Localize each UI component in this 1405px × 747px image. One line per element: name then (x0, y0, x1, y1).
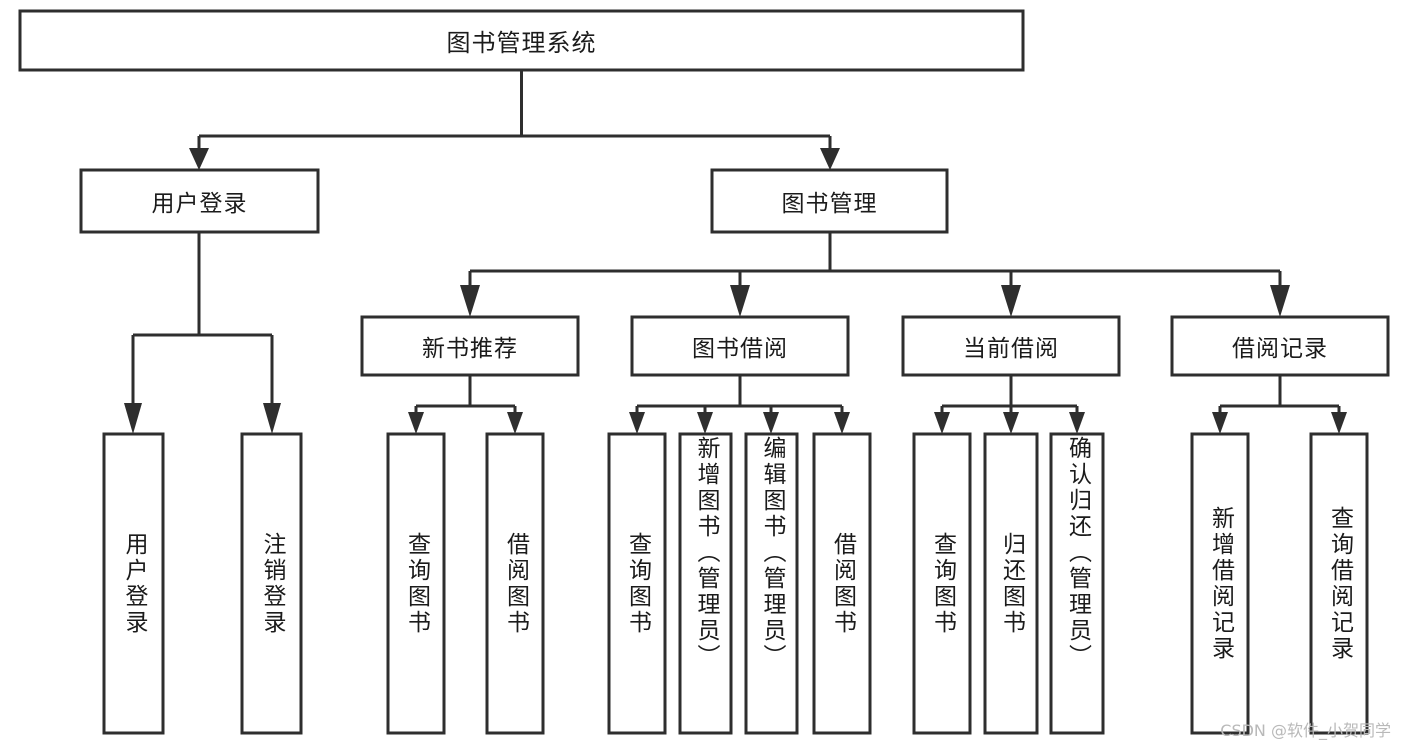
node-box-leaf-edit-book[interactable] (744, 432, 799, 735)
connectors-current-borrow-to-leaves (934, 375, 1085, 434)
arrowhead-leaf-borrow-book-1 (507, 412, 523, 434)
arrowhead-leaf-query-book-3 (934, 412, 950, 434)
node-box-leaf-user-logout[interactable] (240, 432, 303, 735)
node-box-leaf-add-borrow-record[interactable] (1190, 432, 1250, 735)
connectors-book-management-to-level3 (460, 232, 1290, 317)
arrowhead-book-management (820, 148, 840, 170)
arrowhead-book-borrow (730, 285, 750, 317)
node-box-user-login[interactable] (79, 168, 320, 234)
connectors-borrow-record-to-leaves (1212, 375, 1347, 434)
arrowhead-leaf-add-book (697, 412, 713, 434)
arrowhead-leaf-user-login (124, 403, 142, 434)
arrowhead-leaf-borrow-book-2 (834, 412, 850, 434)
arrowhead-leaf-edit-book (763, 412, 779, 434)
node-box-book-management[interactable] (710, 168, 949, 234)
node-box-root[interactable] (18, 9, 1025, 72)
arrowhead-leaf-confirm-return (1069, 412, 1085, 434)
connectors-new-book-recommend-to-leaves (408, 375, 523, 434)
arrowhead-new-book-recommend (460, 285, 480, 317)
node-box-leaf-query-book-3[interactable] (912, 432, 972, 735)
node-box-leaf-query-book-1[interactable] (386, 432, 446, 735)
node-box-leaf-user-login[interactable] (102, 432, 165, 735)
arrowhead-leaf-user-logout (263, 403, 281, 434)
arrowhead-current-borrow (1001, 285, 1021, 317)
arrowhead-leaf-return-book (1003, 412, 1019, 434)
arrowhead-user-login (189, 148, 209, 170)
connectors-root-to-level2 (189, 70, 840, 170)
node-box-leaf-borrow-book-2[interactable] (812, 432, 872, 735)
node-box-book-borrow[interactable] (630, 315, 850, 377)
node-box-leaf-query-borrow-record[interactable] (1309, 432, 1369, 735)
node-box-leaf-add-book[interactable] (678, 432, 733, 735)
node-box-leaf-confirm-return[interactable] (1049, 432, 1105, 735)
connectors-user-login-to-leaves (124, 232, 281, 434)
arrowhead-leaf-add-borrow-record (1212, 412, 1228, 434)
node-box-borrow-record[interactable] (1170, 315, 1390, 377)
arrowhead-borrow-record (1270, 285, 1290, 317)
arrowhead-leaf-query-borrow-record (1331, 412, 1347, 434)
node-box-new-book-recommend[interactable] (360, 315, 580, 377)
node-box-leaf-query-book-2[interactable] (607, 432, 667, 735)
node-box-leaf-return-book[interactable] (983, 432, 1039, 735)
arrowhead-leaf-query-book-1 (408, 412, 424, 434)
arrowhead-leaf-query-book-2 (629, 412, 645, 434)
watermark-text: CSDN @软件_小贺同学 (1220, 721, 1391, 740)
connectors-book-borrow-to-leaves (629, 375, 850, 434)
node-box-current-borrow[interactable] (901, 315, 1121, 377)
node-box-leaf-borrow-book-1[interactable] (485, 432, 545, 735)
